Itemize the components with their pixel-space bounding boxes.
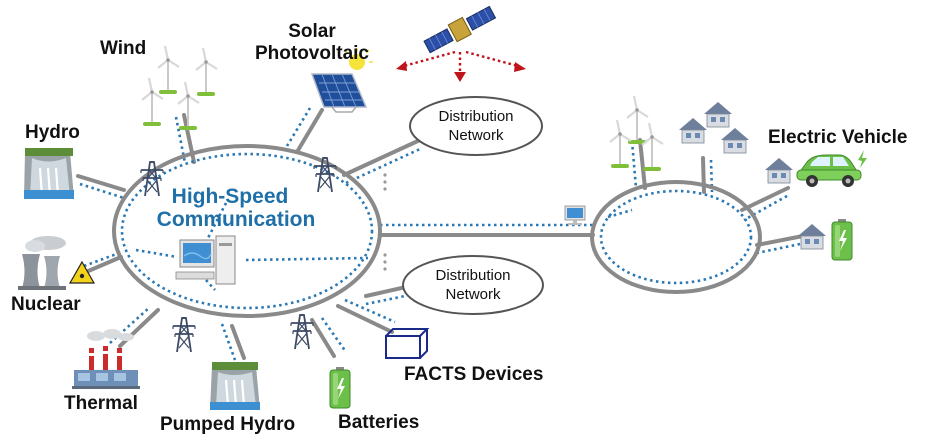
distribution-top-line1: Distribution <box>438 108 513 125</box>
wind-farm-icon <box>608 94 665 173</box>
thermal-plant-icon <box>72 329 140 389</box>
label-hydro: Hydro <box>25 122 80 143</box>
battery-icon <box>329 366 351 409</box>
solar-panel-icon <box>310 48 373 113</box>
distribution-bottom-line2: Network <box>445 286 501 303</box>
distribution-network-top: Distribution Network <box>409 96 543 156</box>
relay-computer-icon <box>564 205 586 226</box>
label-nuclear: Nuclear <box>11 294 81 315</box>
label-thermal: Thermal <box>64 393 138 414</box>
label-electric-vehicle: Electric Vehicle <box>768 127 907 148</box>
distribution-top-line2: Network <box>448 127 504 144</box>
hub-ring-solid <box>112 144 382 318</box>
distribution-network-bottom: Distribution Network <box>402 255 544 315</box>
label-facts-devices: FACTS Devices <box>404 364 543 385</box>
computer-icon <box>175 235 236 285</box>
nuclear-plant-icon <box>18 236 96 290</box>
label-solar-line1: Solar <box>288 21 336 42</box>
grid-connections <box>76 108 805 360</box>
satellite-signal-arrows <box>403 50 519 74</box>
distribution-bottom-line1: Distribution <box>435 267 510 284</box>
house-icon <box>764 157 794 184</box>
distribution-ring-dotted <box>599 189 753 285</box>
wind-farm-icon <box>140 44 219 132</box>
house-cluster-icon <box>678 101 750 154</box>
communication-links <box>79 107 801 361</box>
house-icon <box>797 223 827 250</box>
hub-title-line2: Communication <box>157 208 316 231</box>
pumped-hydro-icon <box>210 362 260 410</box>
satellite-icon <box>423 5 497 54</box>
facts-device-icon <box>385 328 430 359</box>
hydro-dam-icon <box>24 148 74 199</box>
transmission-tower-icon <box>172 317 196 353</box>
label-batteries: Batteries <box>338 412 419 433</box>
transmission-tower-icon <box>290 314 314 350</box>
hub-ring-dotted <box>120 152 374 310</box>
label-solar-line2: Photovoltaic <box>255 43 369 64</box>
ellipsis-dots <box>383 173 387 271</box>
battery-icon <box>831 218 853 261</box>
label-pumped-hydro: Pumped Hydro <box>160 414 295 435</box>
hub-title-line1: High-Speed <box>172 185 289 208</box>
distribution-ring-solid <box>590 180 762 294</box>
label-wind: Wind <box>100 38 146 59</box>
electric-car-icon <box>796 150 867 187</box>
